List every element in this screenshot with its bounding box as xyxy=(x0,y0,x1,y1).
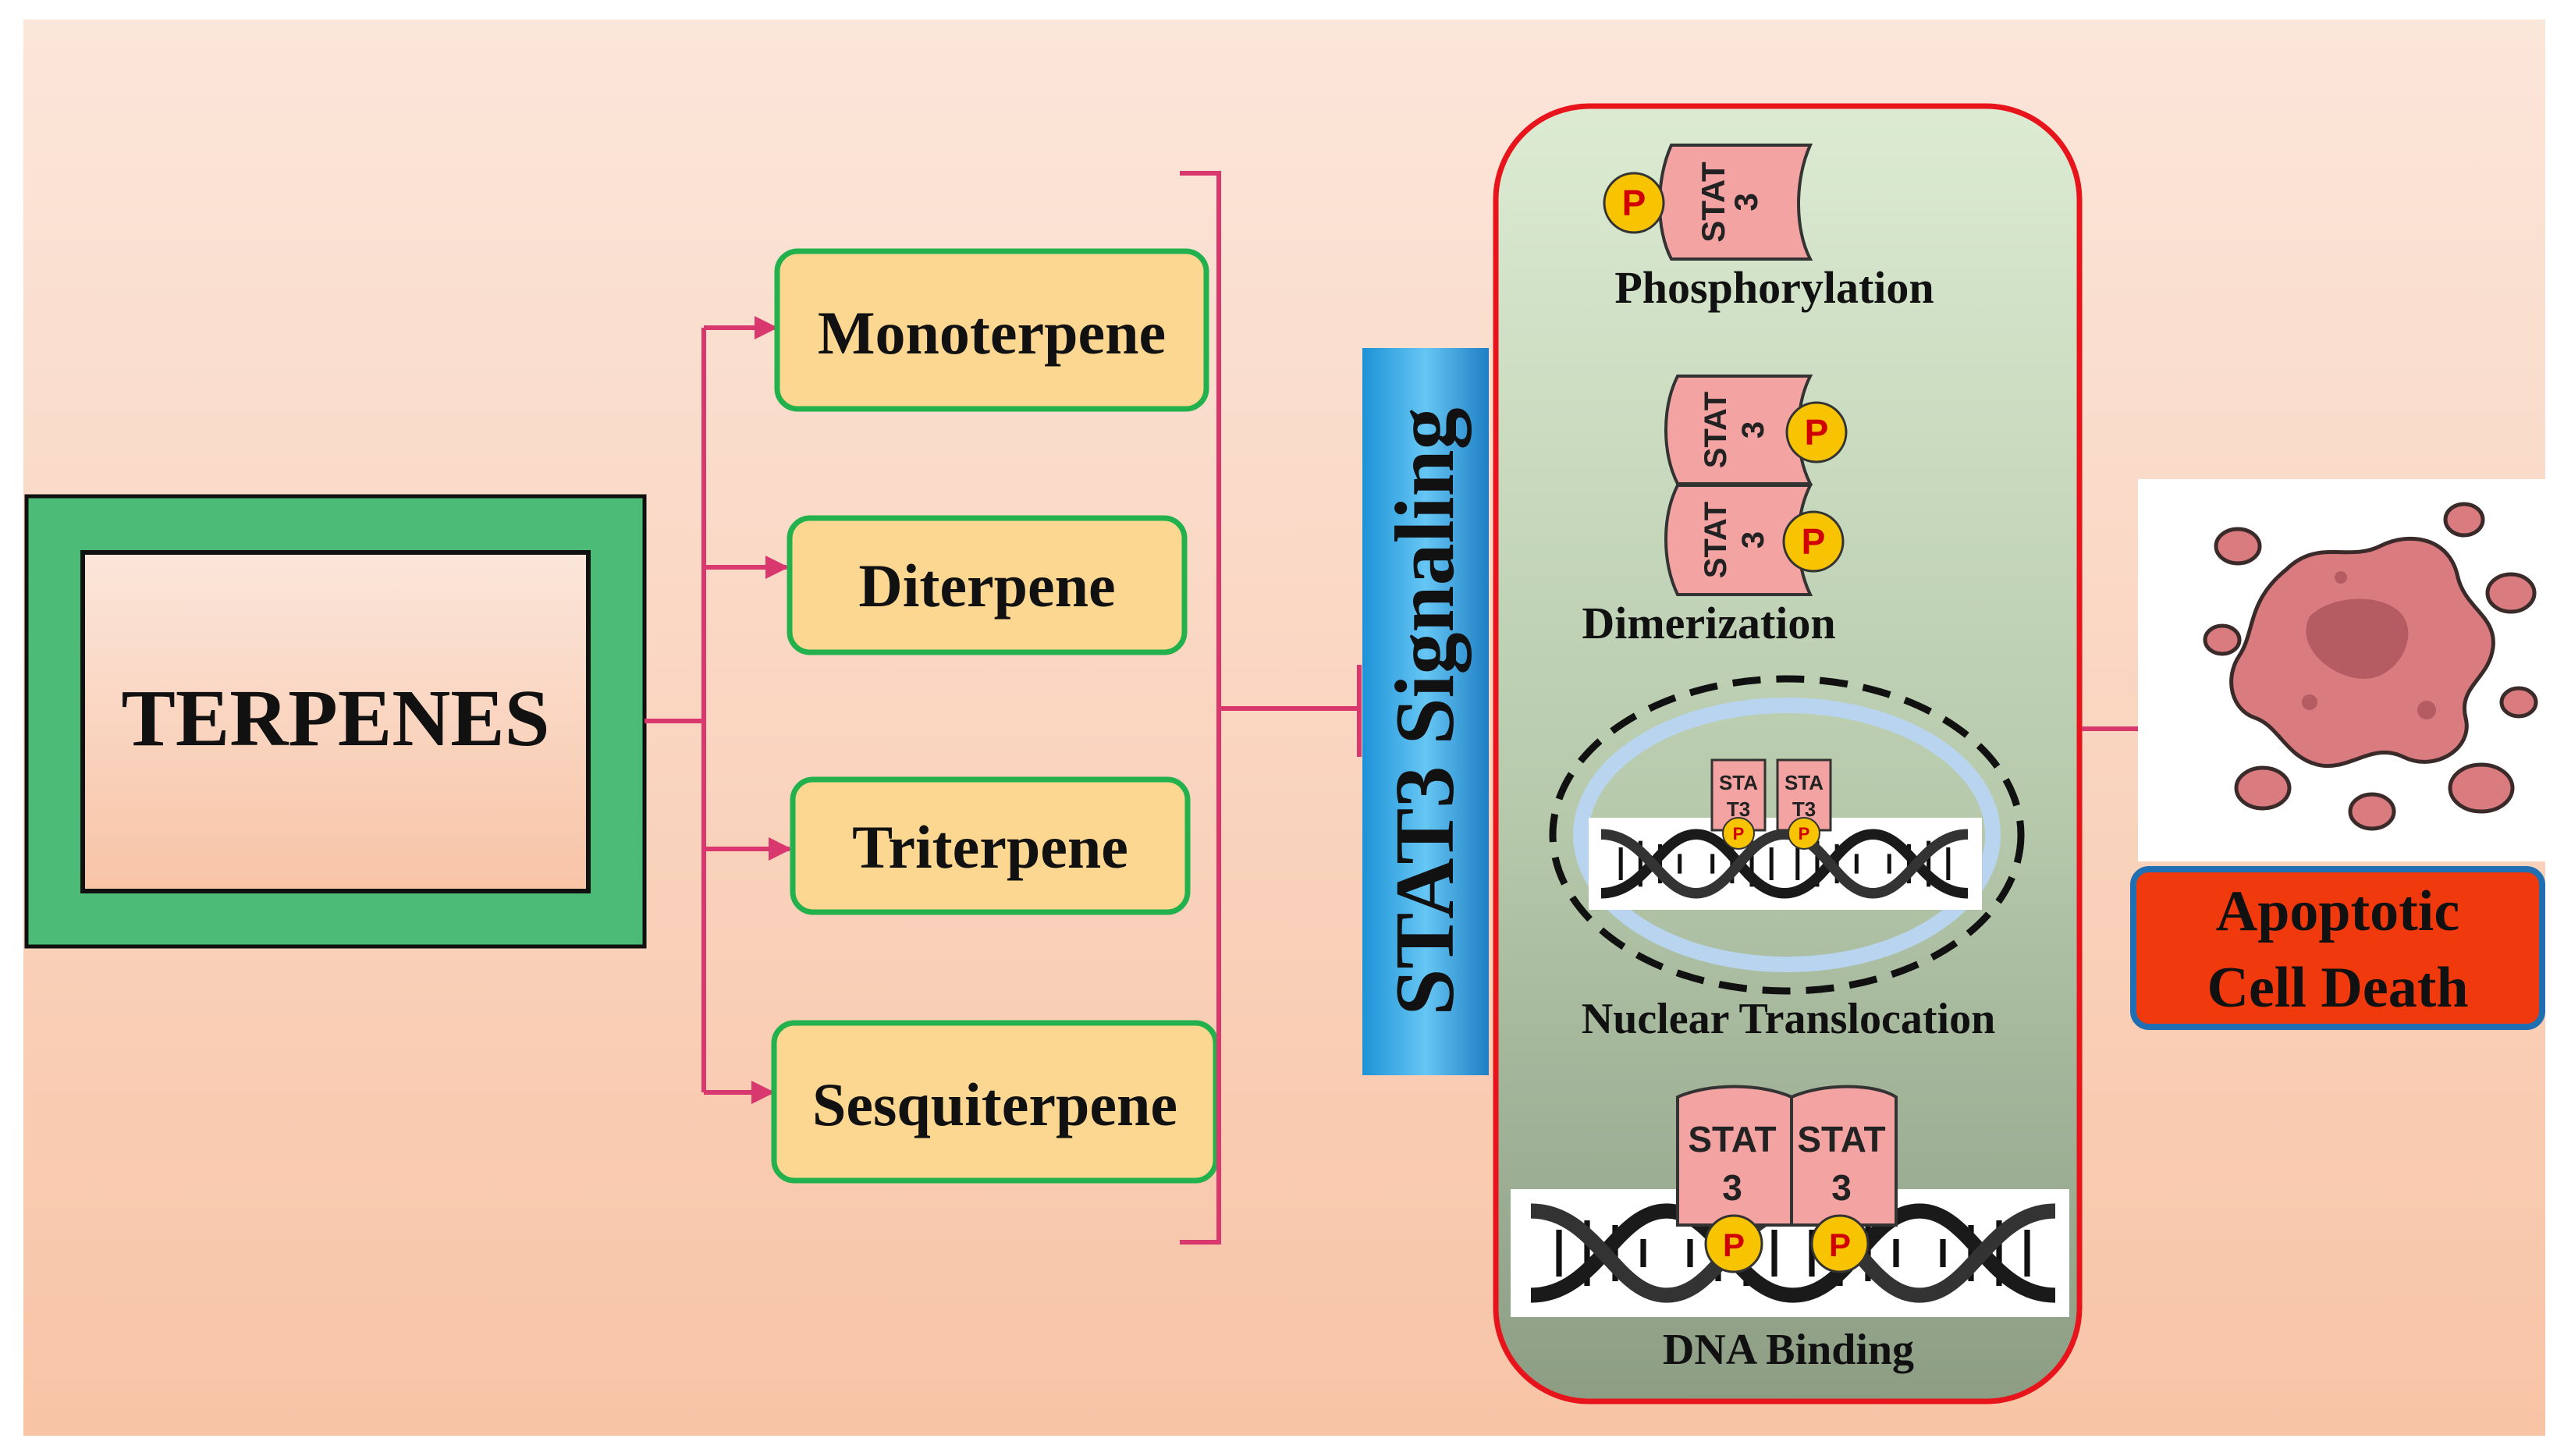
stat3-number: 3 xyxy=(1722,1167,1742,1208)
apoptotic-cell-icon xyxy=(2138,479,2547,861)
stat3-name: STAT xyxy=(1688,1119,1776,1159)
phosphate-icon xyxy=(1788,817,1820,850)
phosphate-label: P xyxy=(1802,521,1826,562)
terpenes-box: TERPENES xyxy=(24,494,647,949)
phosphate-icon xyxy=(1785,401,1848,463)
class-label-diterpene: Diterpene xyxy=(858,552,1115,620)
stat3-split-top: STA xyxy=(1719,771,1758,794)
phosphate-label: P xyxy=(1829,1227,1851,1263)
terpenes-label: TERPENES xyxy=(121,673,549,763)
phosphate-icon xyxy=(1704,1214,1763,1273)
stat3-signaling-bar: STAT3 Signaling xyxy=(1362,348,1489,1075)
outcome-box: Apoptotic Cell Death xyxy=(2130,866,2545,1030)
phosphate-label: P xyxy=(1805,412,1829,453)
phosphate-icon xyxy=(1810,1214,1870,1273)
class-box-triterpene: Triterpene xyxy=(790,776,1191,915)
stat3-name: STAT xyxy=(1699,502,1733,579)
step-dimerization: STAT 3 P STAT 3 P Dimerization xyxy=(1582,375,1848,648)
class-label-sesquiterpene: Sesquiterpene xyxy=(812,1071,1177,1138)
class-box-monoterpene: Monoterpene xyxy=(774,248,1209,412)
outcome-label-line2: Cell Death xyxy=(2207,956,2469,1020)
nuclear-membrane xyxy=(1573,698,2001,972)
phosphate-label: P xyxy=(1733,824,1745,843)
step-label-nuclear-translocation: Nuclear Translocation xyxy=(1582,995,1995,1043)
stat3-signaling-label: STAT3 Signaling xyxy=(1379,407,1472,1015)
inhibition-connector xyxy=(1180,171,1362,1245)
class-box-diterpene: Diterpene xyxy=(787,515,1188,655)
outcome-label-line1: Apoptotic xyxy=(2216,879,2459,943)
step-label-dna-binding: DNA Binding xyxy=(1663,1326,1914,1374)
stat3-number: 3 xyxy=(1736,531,1770,549)
pathway-panel xyxy=(1493,103,2083,1405)
step-phosphorylation: STAT 3 P Phosphorylation xyxy=(1603,144,1934,313)
step-nuclear-translocation: STA T3 STA T3 P P Nuclear Translocation xyxy=(1549,675,2025,1043)
stat3-number: 3 xyxy=(1728,193,1764,211)
stat3-number: 3 xyxy=(1736,421,1770,439)
phosphate-icon xyxy=(1603,172,1665,234)
class-box-sesquiterpene: Sesquiterpene xyxy=(771,1020,1219,1184)
phosphate-label: P xyxy=(1723,1227,1745,1263)
step-label-dimerization: Dimerization xyxy=(1582,598,1835,648)
stat3-name: STAT xyxy=(1797,1119,1885,1159)
stat3-number: 3 xyxy=(1831,1167,1852,1208)
stat3-bound-right xyxy=(1790,1085,1898,1227)
class-label-triterpene: Triterpene xyxy=(852,813,1128,881)
phosphate-icon xyxy=(1722,817,1755,850)
phosphate-icon xyxy=(1782,510,1845,573)
branch-connectors xyxy=(645,316,792,1104)
step-dna-binding: STAT 3 STAT 3 P P DNA Binding xyxy=(1511,1085,2069,1374)
nucleus-outline xyxy=(1549,675,2025,995)
stat3-split-top: STA xyxy=(1785,771,1824,794)
class-label-monoterpene: Monoterpene xyxy=(818,299,1166,367)
stat3-dimer-bottom xyxy=(1664,484,1813,596)
stat3-monomer xyxy=(1658,144,1813,261)
stat3-name: STAT xyxy=(1695,162,1731,243)
stat3-name: STAT xyxy=(1699,392,1733,469)
step-label-phosphorylation: Phosphorylation xyxy=(1614,262,1934,313)
phosphate-label: P xyxy=(1799,824,1810,843)
phosphate-label: P xyxy=(1622,183,1646,223)
